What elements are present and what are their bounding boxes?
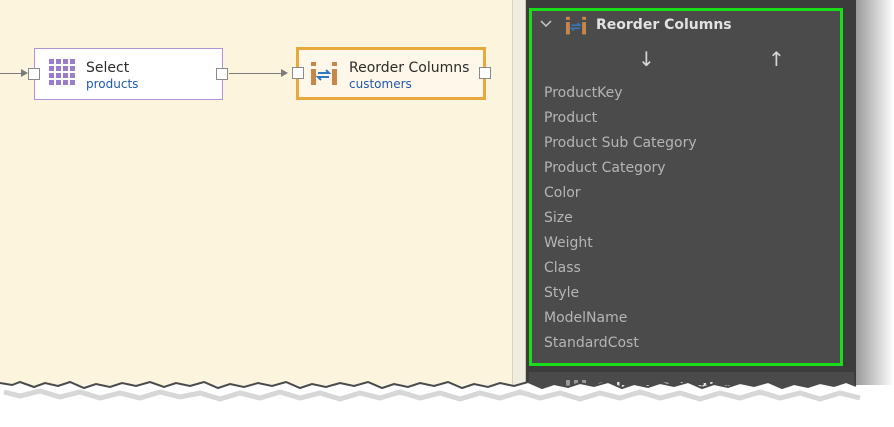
reorder-input-port[interactable] [292, 67, 304, 79]
reorder-node-title: Reorder Columns [349, 60, 470, 76]
column-list: ProductKey Product Product Sub Category … [544, 84, 697, 359]
grid-table-icon [49, 59, 75, 85]
flow-canvas[interactable]: Select products Reorder Columns customer… [0, 0, 512, 385]
move-up-button[interactable]: ↑ [768, 47, 785, 71]
move-down-button[interactable]: ↓ [638, 47, 655, 71]
incoming-edge [0, 73, 22, 74]
column-item[interactable]: Product Category [544, 160, 666, 176]
incoming-edge-arrow [21, 69, 28, 77]
connector-edge-arrow [281, 69, 288, 77]
select-node-title: Select [86, 60, 130, 76]
torn-edge [0, 380, 861, 427]
select-output-port[interactable] [216, 68, 228, 80]
column-item[interactable]: Product [544, 110, 598, 126]
reorder-node-subtitle: customers [349, 77, 412, 91]
select-node-subtitle: products [86, 77, 139, 91]
column-item[interactable]: StandardCost [544, 335, 639, 351]
column-item[interactable]: Color [544, 185, 581, 201]
panel-section-title: Reorder Columns [596, 17, 732, 33]
column-item[interactable]: ModelName [544, 310, 628, 326]
column-item[interactable]: Weight [544, 235, 593, 251]
reorder-output-port[interactable] [479, 67, 491, 79]
panel-splitter[interactable] [512, 0, 526, 385]
reorder-columns-section [529, 8, 843, 366]
reorder-columns-icon [566, 16, 586, 35]
column-item[interactable]: ProductKey [544, 85, 623, 101]
column-item[interactable]: Size [544, 210, 573, 226]
page-shadow [856, 0, 894, 385]
select-node[interactable]: Select products [28, 48, 228, 100]
column-item[interactable]: Style [544, 285, 580, 301]
select-input-port[interactable] [28, 68, 40, 80]
chevron-down-icon[interactable] [540, 17, 554, 31]
column-item[interactable]: Class [544, 260, 581, 276]
reorder-columns-icon [311, 62, 337, 85]
reorder-columns-node[interactable]: Reorder Columns customers [292, 47, 491, 100]
column-item[interactable]: Product Sub Category [544, 135, 697, 151]
connector-edge [229, 73, 282, 74]
